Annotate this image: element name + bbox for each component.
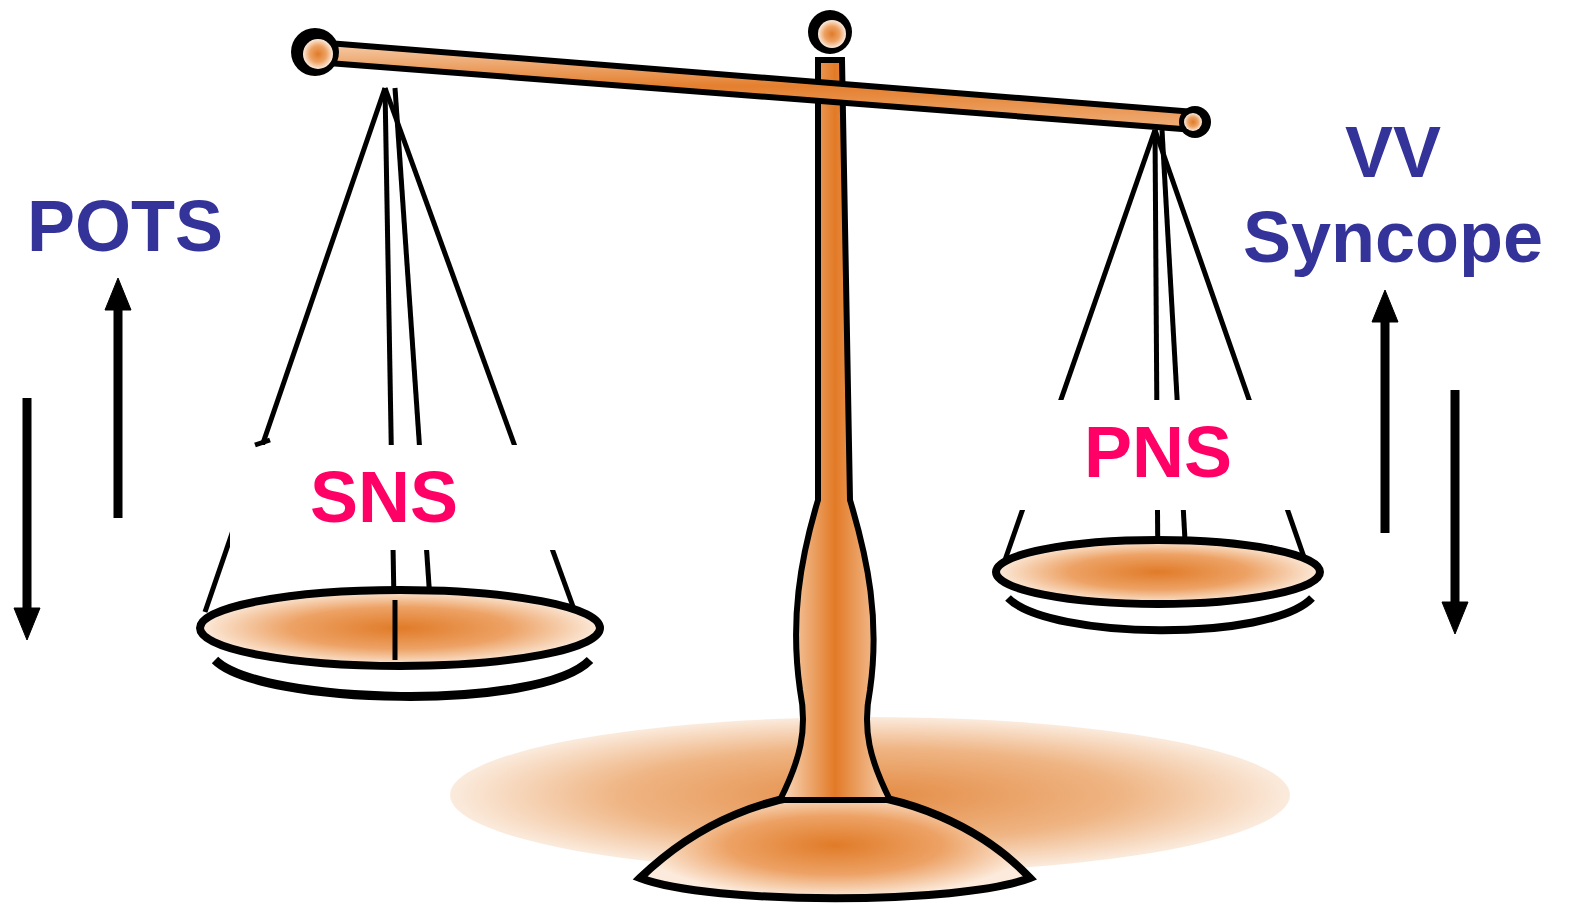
- left-pan-strings: [205, 88, 575, 660]
- beam-end-knob: [1179, 106, 1211, 138]
- left-pan-bottom: [215, 660, 590, 696]
- scale-post: [780, 60, 890, 800]
- direction-arrows: [14, 278, 1468, 640]
- scale-beam: [315, 42, 1195, 130]
- beam-end-knob: [1184, 113, 1202, 131]
- pan-label: SNS: [274, 455, 494, 540]
- post-top-knob: [818, 20, 846, 48]
- scale-base: [640, 792, 1030, 898]
- beam-end-knob: [303, 39, 333, 69]
- condition-label: POTS: [5, 184, 245, 269]
- right-pan-bottom: [1008, 598, 1312, 630]
- right-pan: [996, 540, 1320, 604]
- beam-end-knob: [291, 28, 339, 76]
- condition-label: VV Syncope: [1223, 110, 1563, 280]
- post-top-knob: [808, 10, 852, 54]
- pan-label: PNS: [1048, 410, 1268, 495]
- left-pan: [200, 590, 600, 666]
